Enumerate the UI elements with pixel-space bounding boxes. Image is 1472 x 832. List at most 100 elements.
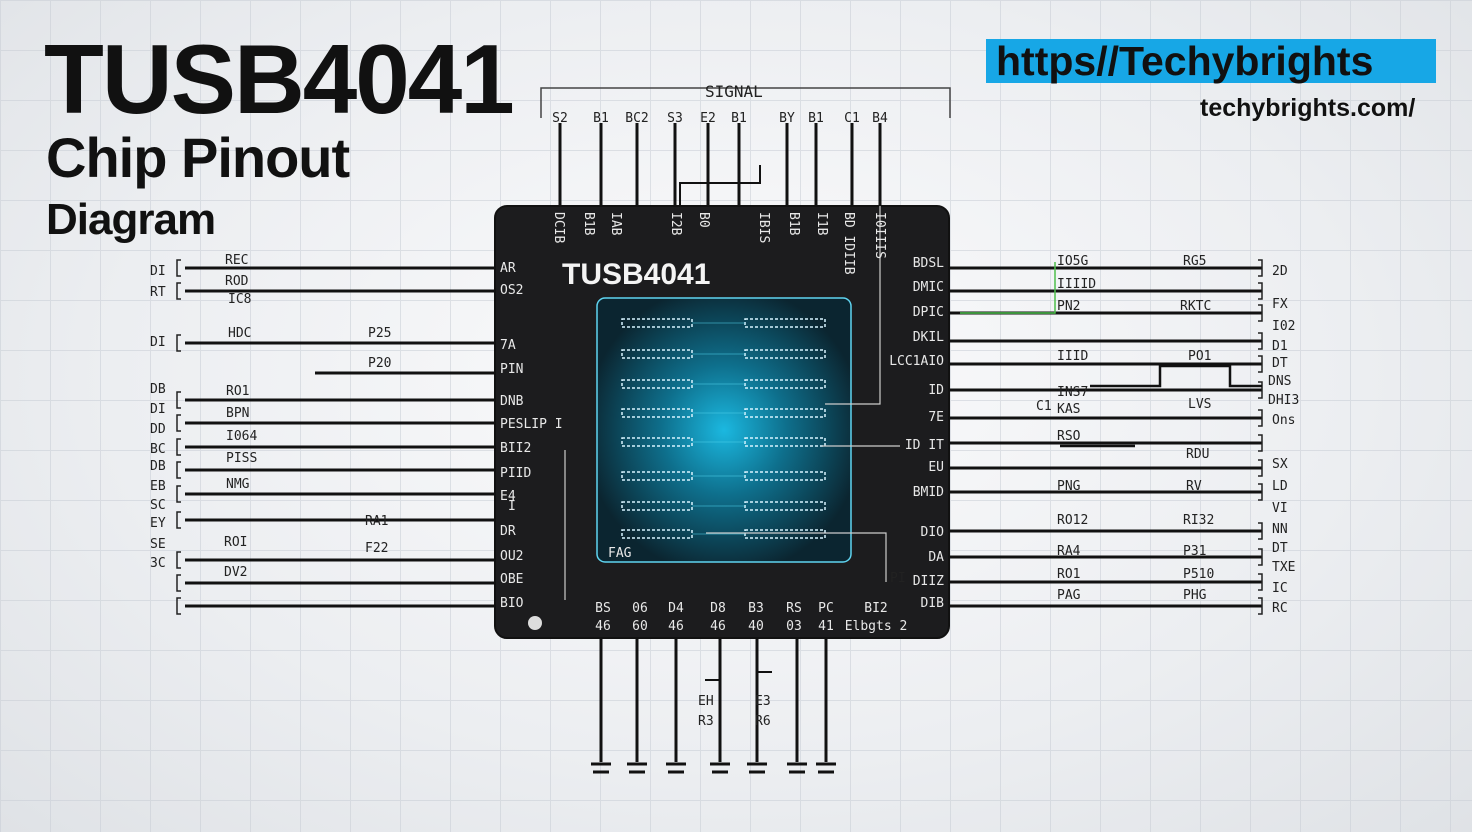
right-terminal — [1258, 332, 1263, 350]
left-edge-label: EB — [150, 479, 166, 494]
left-terminal — [176, 391, 181, 409]
right-wire-label: P510 — [1183, 567, 1214, 582]
top-bus-label: B1 — [593, 111, 609, 126]
chip-right-pin: BMID — [913, 485, 944, 500]
die-pad-row — [621, 529, 693, 539]
left-terminal — [176, 597, 181, 615]
right-edge-label: TXE — [1272, 560, 1295, 575]
left-terminal — [176, 461, 181, 479]
right-terminal — [1258, 259, 1263, 277]
left-wire-label: PISS — [226, 451, 257, 466]
chip-right-pin: DA — [928, 550, 944, 565]
die-pad-row — [621, 349, 693, 359]
chip-bottom-pin-num: 46 — [710, 619, 726, 634]
top-jog-wire — [679, 165, 761, 206]
top-bus-label: E2 — [700, 111, 716, 126]
top-bus-label: BY — [779, 111, 795, 126]
left-wire-label: RO1 — [226, 384, 249, 399]
left-terminal — [176, 485, 181, 503]
right-wire-label: RO1 — [1057, 567, 1080, 582]
right-edge-label: IC — [1272, 581, 1288, 596]
signal-bus-bracket — [540, 87, 951, 118]
chip-bottom-pin: RS — [786, 601, 802, 616]
site-url[interactable]: techybrights.com/ — [1200, 94, 1416, 122]
right-terminal — [1258, 381, 1263, 399]
right-wire-label: RDU — [1186, 447, 1209, 462]
right-wire-label: IIID — [1057, 349, 1088, 364]
pin1-marker — [528, 616, 542, 630]
chip-left-pin: AR — [500, 261, 516, 276]
right-wire-label: C1 — [1036, 399, 1052, 414]
right-edge-label: Ons — [1272, 413, 1295, 428]
top-bus-label: S2 — [552, 111, 568, 126]
chip-bottom-pin: PC — [818, 601, 834, 616]
chip-bottom-pin-num: 41 — [818, 619, 834, 634]
right-wire-label: RG5 — [1183, 254, 1206, 269]
right-terminal — [1258, 282, 1263, 300]
chip-bottom-pin: BS — [595, 601, 611, 616]
left-wire-label: RA1 — [365, 514, 388, 529]
chip-left-pin: E4 — [500, 489, 516, 504]
right-wire-label: KAS — [1057, 402, 1080, 417]
chip-right-pin: DIO — [921, 525, 945, 540]
right-wire-label: RO12 — [1057, 513, 1088, 528]
left-wire-label: HDC — [228, 326, 251, 341]
left-edge-label: DB — [150, 382, 166, 397]
left-terminal — [176, 282, 181, 300]
right-terminal — [1258, 548, 1263, 566]
chip-left-pin: 7A — [500, 338, 516, 353]
left-edge-label: DI — [150, 264, 166, 279]
left-terminal — [176, 574, 181, 592]
right-jog-wire — [1090, 364, 1262, 388]
left-wire-label: I064 — [226, 429, 257, 444]
chip-right-pin: DIB — [921, 596, 945, 611]
right-wire-label: IO5G — [1057, 254, 1088, 269]
left-edge-label: 3C — [150, 556, 166, 571]
chip-right-pin: LCC1AIO — [889, 354, 944, 369]
chip-left-pin: DNB — [500, 394, 524, 409]
chip-bottom-pin: D8 — [710, 601, 726, 616]
die-route — [825, 206, 881, 405]
right-wire-label: PHG — [1183, 588, 1207, 603]
left-wire-label: DV2 — [224, 565, 247, 580]
chip-right-pin: BDSL — [913, 256, 944, 271]
top-bus-label: B1 — [731, 111, 747, 126]
chip-left-pin: OBE — [500, 572, 523, 587]
right-edge-label: 2D — [1272, 264, 1288, 279]
right-wire-label: RV — [1186, 479, 1202, 494]
right-wire-label: PN2 — [1057, 299, 1080, 314]
page-subtitle: Chip Pinout — [46, 126, 350, 189]
right-terminal — [1258, 597, 1263, 615]
chip-bottom-pin-num: 46 — [595, 619, 611, 634]
left-wire-label: NMG — [226, 477, 250, 492]
chip-bottom-pin-num: Elbgts 2 — [845, 619, 908, 634]
right-wire-label: PAG — [1057, 588, 1081, 603]
right-wire-label: RA4 — [1057, 544, 1081, 559]
chip-left-pin: PIID — [500, 466, 531, 481]
left-edge-label: DD — [150, 422, 166, 437]
chip-left-pin: BII2 — [500, 441, 531, 456]
top-bus-label: B1 — [808, 111, 824, 126]
left-terminal — [176, 334, 181, 352]
die-pad-row — [621, 379, 693, 389]
chip-right-pin: ID IT — [905, 438, 944, 453]
left-edge-label: DI — [150, 402, 166, 417]
right-terminal — [1258, 573, 1263, 591]
top-bus-label: C1 — [844, 111, 860, 126]
right-edge-label: RC — [1272, 601, 1288, 616]
chip-right-pin: ID — [928, 383, 944, 398]
right-edge-label: D1 — [1272, 339, 1288, 354]
bottom-label: E3 — [755, 694, 771, 709]
bottom-label: R6 — [755, 714, 771, 729]
top-bus-label: B4 — [872, 111, 888, 126]
left-edge-label: DB — [150, 459, 166, 474]
chip-bottom-pin: 06 — [632, 601, 648, 616]
brand-banner[interactable]: https//Techybrights — [986, 39, 1436, 83]
chip-left-pin: BIO — [500, 596, 524, 611]
bottom-label: R3 — [698, 714, 714, 729]
right-terminal — [1258, 355, 1263, 373]
left-wire-label: ROD — [225, 274, 249, 289]
chip-top-pin: I1B — [814, 212, 829, 236]
